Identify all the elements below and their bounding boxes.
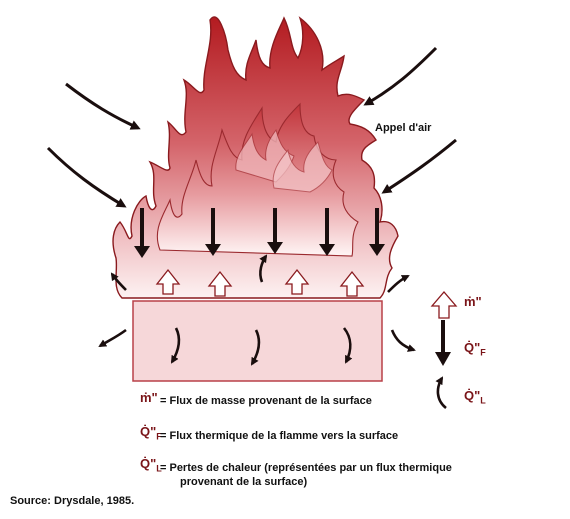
legend-symbol-qf: Q̇"F [140,424,162,442]
air-arrow-mid-right [381,138,457,194]
legend-heat-arrow [435,320,451,366]
heat-flux-arrows [134,208,385,258]
symbol-qf-right: Q̇"F [464,340,486,358]
legend-m-text: = Flux de masse provenant de la surface [160,395,372,407]
legend-ql-text: = Pertes de chaleur (représentées par un… [160,462,452,474]
legend-symbol-m: ṁ" [140,390,158,405]
legend-ql-sub: L [156,463,162,474]
symbol-qf-sub: F [480,347,486,358]
symbol-m-right: ṁ" [464,294,482,309]
symbol-ql-sub: L [480,395,486,406]
legend-ql-text-line2: provenant de la surface) [180,476,308,488]
air-arrow-top-left [65,82,141,130]
mass-flux-arrows [155,268,365,297]
heat-loss-arrows [98,254,447,410]
legend-qf-main: Q̇" [140,424,157,439]
symbol-ql-main: Q̇" [464,388,481,403]
air-label: Appel d'air [375,122,432,134]
legend-mass-arrow [430,291,458,319]
source-label: Source: Drysdale, 1985. [10,495,135,507]
symbol-ql-right: Q̇"L [464,388,486,406]
inner-flame [156,102,359,257]
legend-ql-main: Q̇" [140,456,157,471]
air-arrow-mid-left [46,146,127,208]
legend-qf-sub: F [156,431,162,442]
symbol-qf-main: Q̇" [464,340,481,355]
fuel-surface [132,300,383,382]
inner-flame-3 [272,141,333,193]
legend-qf-text: = Flux thermique de la flamme vers la su… [160,430,399,442]
air-arrow-top-right [363,46,438,106]
legend-symbol-ql: Q̇"L [140,456,162,474]
